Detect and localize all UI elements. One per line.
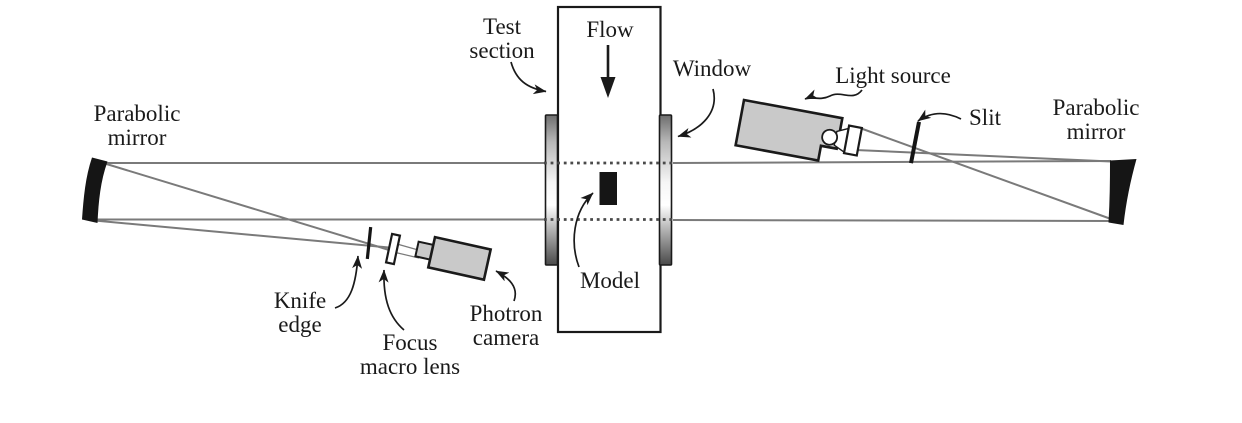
test-section-label: Test section bbox=[469, 14, 535, 63]
light-source-arrow bbox=[804, 89, 863, 100]
knife-edge-arrow bbox=[334, 255, 363, 309]
light-source-label: Light source bbox=[835, 63, 951, 88]
parabolic-mirror-left-shape bbox=[82, 157, 108, 223]
flow-arrow bbox=[600, 45, 616, 98]
test-section-arrow bbox=[510, 61, 547, 95]
light-source-lens-barrel bbox=[842, 124, 864, 157]
light-source-aperture bbox=[821, 128, 839, 146]
window-label: Window bbox=[672, 56, 752, 81]
focus-macro-lens-arrow bbox=[378, 269, 405, 331]
window-left bbox=[544, 114, 559, 266]
parabolic-mirror-right-shape bbox=[1108, 159, 1137, 225]
slit-shape bbox=[909, 121, 921, 164]
photron-camera-arrow bbox=[495, 270, 517, 302]
parabolic-mirror-right-label: Parabolic mirror bbox=[1052, 95, 1140, 144]
model-arrow bbox=[573, 192, 594, 268]
parabolic-mirror-left-label: Parabolic mirror bbox=[93, 101, 181, 150]
slit-arrow bbox=[917, 109, 962, 122]
focus-macro-lens-shape bbox=[384, 232, 402, 266]
focus-macro-lens-label: Focus macro lens bbox=[359, 330, 461, 379]
light-beams bbox=[94, 127, 1117, 259]
window-arrow bbox=[677, 88, 716, 138]
light-source-body bbox=[734, 98, 864, 163]
flow-label: Flow bbox=[586, 17, 634, 42]
photron-camera-body bbox=[414, 235, 493, 282]
knife-edge-shape bbox=[365, 226, 373, 260]
model-shape bbox=[599, 172, 617, 205]
model-label: Model bbox=[579, 268, 641, 293]
photron-camera-label: Photron camera bbox=[469, 301, 543, 350]
knife-edge-label: Knife edge bbox=[273, 288, 327, 337]
slit-label: Slit bbox=[969, 105, 1001, 130]
window-right bbox=[658, 114, 673, 266]
